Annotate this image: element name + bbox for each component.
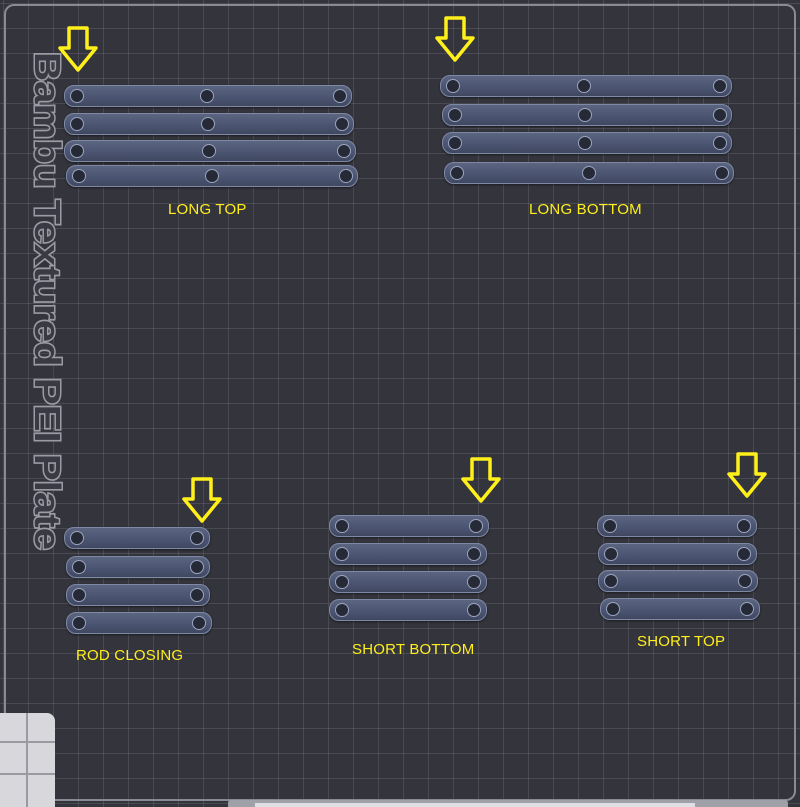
part-hole [582, 166, 596, 180]
part-hole [446, 79, 460, 93]
plate-name-text: Bambu Textured PEI Plate [27, 52, 68, 550]
part-rod-closing-2[interactable] [66, 556, 210, 578]
part-hole [200, 89, 214, 103]
part-hole [339, 169, 353, 183]
part-rod-closing-3[interactable] [66, 584, 210, 606]
plate-name-svg: Bambu Textured PEI Plate Bambu Textured … [26, 51, 70, 552]
part-rod-closing-1[interactable] [64, 527, 210, 549]
part-hole [335, 603, 349, 617]
part-hole [337, 144, 351, 158]
part-hole [205, 169, 219, 183]
part-hole [467, 575, 481, 589]
part-hole [72, 588, 86, 602]
plate-name-fill: Bambu Textured PEI Plate [27, 52, 68, 550]
part-hole [740, 602, 754, 616]
part-rod-closing-4[interactable] [66, 612, 212, 634]
part-hole [713, 108, 727, 122]
part-short-bottom-2[interactable] [329, 543, 487, 565]
part-hole [202, 144, 216, 158]
part-long-top-4[interactable] [66, 165, 358, 187]
group-label: ROD CLOSING [76, 647, 184, 664]
group-label: LONG TOP [168, 201, 247, 218]
part-hole [577, 79, 591, 93]
grid-corner-icon [0, 713, 55, 807]
part-hole [448, 136, 462, 150]
part-hole [737, 519, 751, 533]
part-long-bottom-1[interactable] [440, 75, 732, 97]
down-arrow-icon [727, 452, 767, 498]
part-short-bottom-3[interactable] [329, 571, 487, 593]
part-long-bottom-3[interactable] [442, 132, 732, 154]
part-hole [604, 574, 618, 588]
part-hole [578, 108, 592, 122]
part-long-bottom-2[interactable] [442, 104, 732, 126]
part-hole [70, 531, 84, 545]
part-hole [335, 519, 349, 533]
part-hole [335, 547, 349, 561]
part-hole [335, 575, 349, 589]
part-hole [448, 108, 462, 122]
part-long-top-3[interactable] [64, 140, 356, 162]
part-hole [737, 547, 751, 561]
bottom-toolbar-track [255, 803, 695, 807]
part-hole [450, 166, 464, 180]
part-hole [603, 519, 617, 533]
down-arrow-icon [435, 16, 475, 62]
part-hole [335, 117, 349, 131]
part-hole [604, 547, 618, 561]
part-long-top-2[interactable] [64, 113, 354, 135]
part-hole [738, 574, 752, 588]
part-hole [578, 136, 592, 150]
down-arrow-icon [461, 457, 501, 503]
part-hole [70, 89, 84, 103]
part-hole [467, 547, 481, 561]
part-hole [70, 144, 84, 158]
part-short-bottom-4[interactable] [329, 599, 487, 621]
part-short-top-1[interactable] [597, 515, 757, 537]
part-short-top-3[interactable] [598, 570, 758, 592]
group-label: SHORT TOP [637, 633, 726, 650]
group-label: SHORT BOTTOM [352, 641, 475, 658]
part-short-top-4[interactable] [600, 598, 760, 620]
part-hole [606, 602, 620, 616]
down-arrow-icon [182, 477, 222, 523]
part-hole [192, 616, 206, 630]
part-hole [715, 166, 729, 180]
part-hole [72, 169, 86, 183]
part-hole [70, 117, 84, 131]
part-short-bottom-1[interactable] [329, 515, 489, 537]
part-hole [201, 117, 215, 131]
part-hole [72, 560, 86, 574]
group-label: LONG BOTTOM [529, 201, 642, 218]
part-hole [467, 603, 481, 617]
part-hole [713, 136, 727, 150]
part-hole [190, 531, 204, 545]
part-hole [713, 79, 727, 93]
down-arrow-icon [58, 26, 98, 72]
part-long-bottom-4[interactable] [444, 162, 734, 184]
part-hole [469, 519, 483, 533]
part-hole [333, 89, 347, 103]
corner-line [26, 713, 28, 807]
plate-name: Bambu Textured PEI Plate Bambu Textured … [26, 51, 70, 552]
part-long-top-1[interactable] [64, 85, 352, 107]
part-short-top-2[interactable] [598, 543, 757, 565]
part-hole [72, 616, 86, 630]
part-hole [190, 588, 204, 602]
part-hole [190, 560, 204, 574]
